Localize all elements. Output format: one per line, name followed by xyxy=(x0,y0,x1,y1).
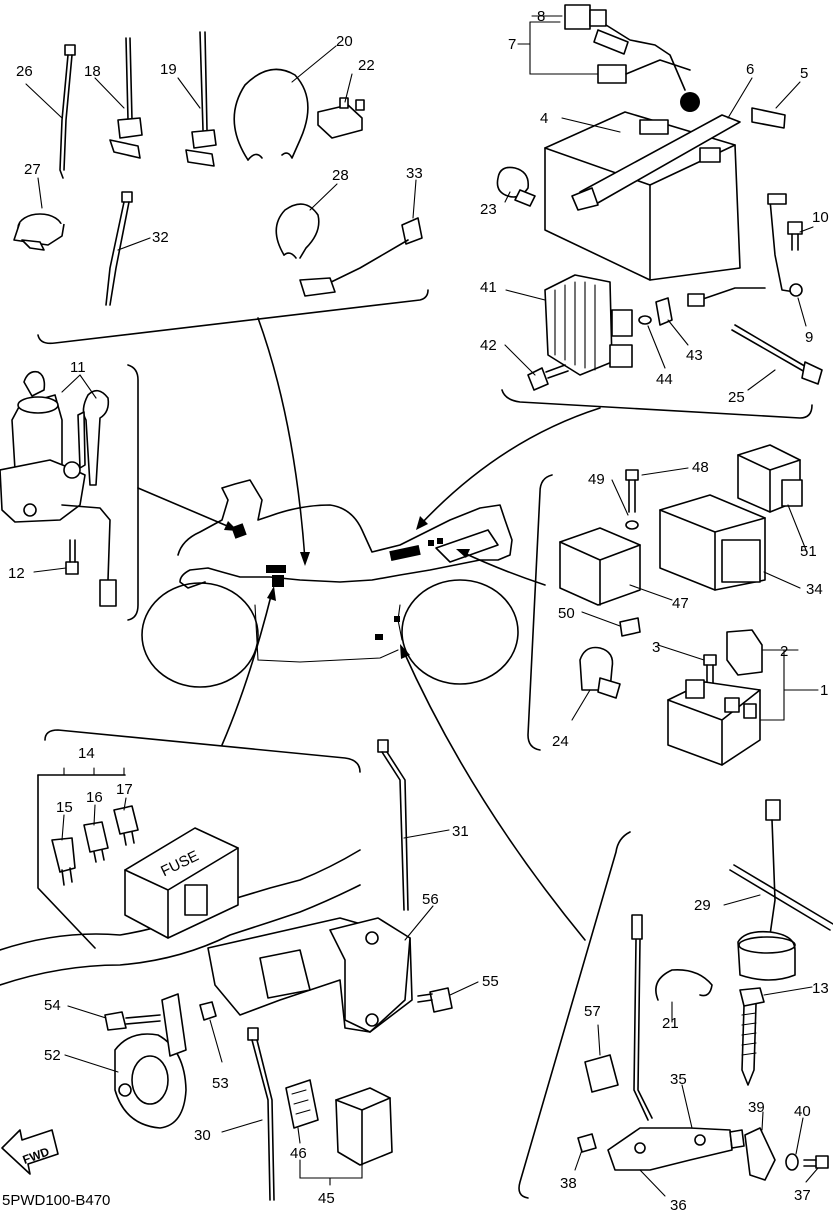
main-switch-group xyxy=(0,370,117,607)
callout-35: 35 xyxy=(670,1071,687,1088)
fuse-horn-group xyxy=(0,739,453,1201)
callout-10: 10 xyxy=(812,209,829,226)
callout-11: 11 xyxy=(70,359,86,376)
callout-41: 41 xyxy=(480,279,497,296)
callout-26: 26 xyxy=(16,63,33,80)
callout-29: 29 xyxy=(694,897,711,914)
callout-34: 34 xyxy=(806,581,823,598)
callout-16: 16 xyxy=(86,789,103,806)
callout-17: 17 xyxy=(116,781,133,798)
callout-21: 21 xyxy=(662,1015,679,1032)
callout-1: 1 xyxy=(820,682,828,699)
callout-24: 24 xyxy=(552,733,569,750)
callout-9: 9 xyxy=(805,329,813,346)
callout-47: 47 xyxy=(672,595,689,612)
callout-5: 5 xyxy=(800,65,808,82)
callout-44: 44 xyxy=(656,371,673,388)
callout-57: 57 xyxy=(584,1003,601,1020)
drawing-code: 5PWD100-B470 xyxy=(2,1192,110,1209)
callout-20: 20 xyxy=(336,33,353,50)
callout-13: 13 xyxy=(812,980,829,997)
callout-45: 45 xyxy=(318,1190,335,1207)
callout-labels: 1 2 3 4 5 6 7 8 9 10 11 12 13 14 15 16 1… xyxy=(8,8,829,1214)
callout-36: 36 xyxy=(670,1197,687,1214)
battery-group xyxy=(496,4,823,391)
installed-position-marks xyxy=(231,523,499,640)
callout-22: 22 xyxy=(358,57,375,74)
leader-lines xyxy=(137,317,601,941)
callout-43: 43 xyxy=(686,347,703,364)
callout-2: 2 xyxy=(780,643,788,660)
callout-23: 23 xyxy=(480,201,497,218)
panel-outlines xyxy=(37,289,813,1199)
callout-18: 18 xyxy=(84,63,101,80)
callout-49: 49 xyxy=(588,471,605,488)
callout-15: 15 xyxy=(56,799,73,816)
callout-39: 39 xyxy=(748,1099,765,1116)
callout-46: 46 xyxy=(290,1145,307,1162)
callout-48: 48 xyxy=(692,459,709,476)
callout-52: 52 xyxy=(44,1047,61,1064)
callout-14: 14 xyxy=(78,745,95,762)
callout-8: 8 xyxy=(537,8,545,25)
callout-7: 7 xyxy=(508,36,516,53)
callout-4: 4 xyxy=(540,110,548,127)
fwd-arrow-icon xyxy=(1,1129,59,1175)
callout-37: 37 xyxy=(794,1187,811,1204)
callout-leaders xyxy=(25,15,819,1197)
cable-ties-group xyxy=(13,31,423,306)
sensor-group xyxy=(577,799,833,1181)
callout-33: 33 xyxy=(406,165,423,182)
callout-51: 51 xyxy=(800,543,817,560)
callout-54: 54 xyxy=(44,997,61,1014)
callout-56: 56 xyxy=(422,891,439,908)
callout-32: 32 xyxy=(152,229,169,246)
relay-group xyxy=(559,444,803,766)
callout-3: 3 xyxy=(652,639,660,656)
motorcycle-silhouette xyxy=(141,479,519,688)
callout-25: 25 xyxy=(728,389,745,406)
callout-38: 38 xyxy=(560,1175,577,1192)
callout-42: 42 xyxy=(480,337,497,354)
callout-55: 55 xyxy=(482,973,499,990)
callout-27: 27 xyxy=(24,161,41,178)
callout-40: 40 xyxy=(794,1103,811,1120)
callout-53: 53 xyxy=(212,1075,229,1092)
callout-12: 12 xyxy=(8,565,25,582)
callout-28: 28 xyxy=(332,167,349,184)
callout-19: 19 xyxy=(160,61,177,78)
callout-6: 6 xyxy=(746,61,754,78)
callout-30: 30 xyxy=(194,1127,211,1144)
callout-50: 50 xyxy=(558,605,575,622)
callout-31: 31 xyxy=(452,823,469,840)
